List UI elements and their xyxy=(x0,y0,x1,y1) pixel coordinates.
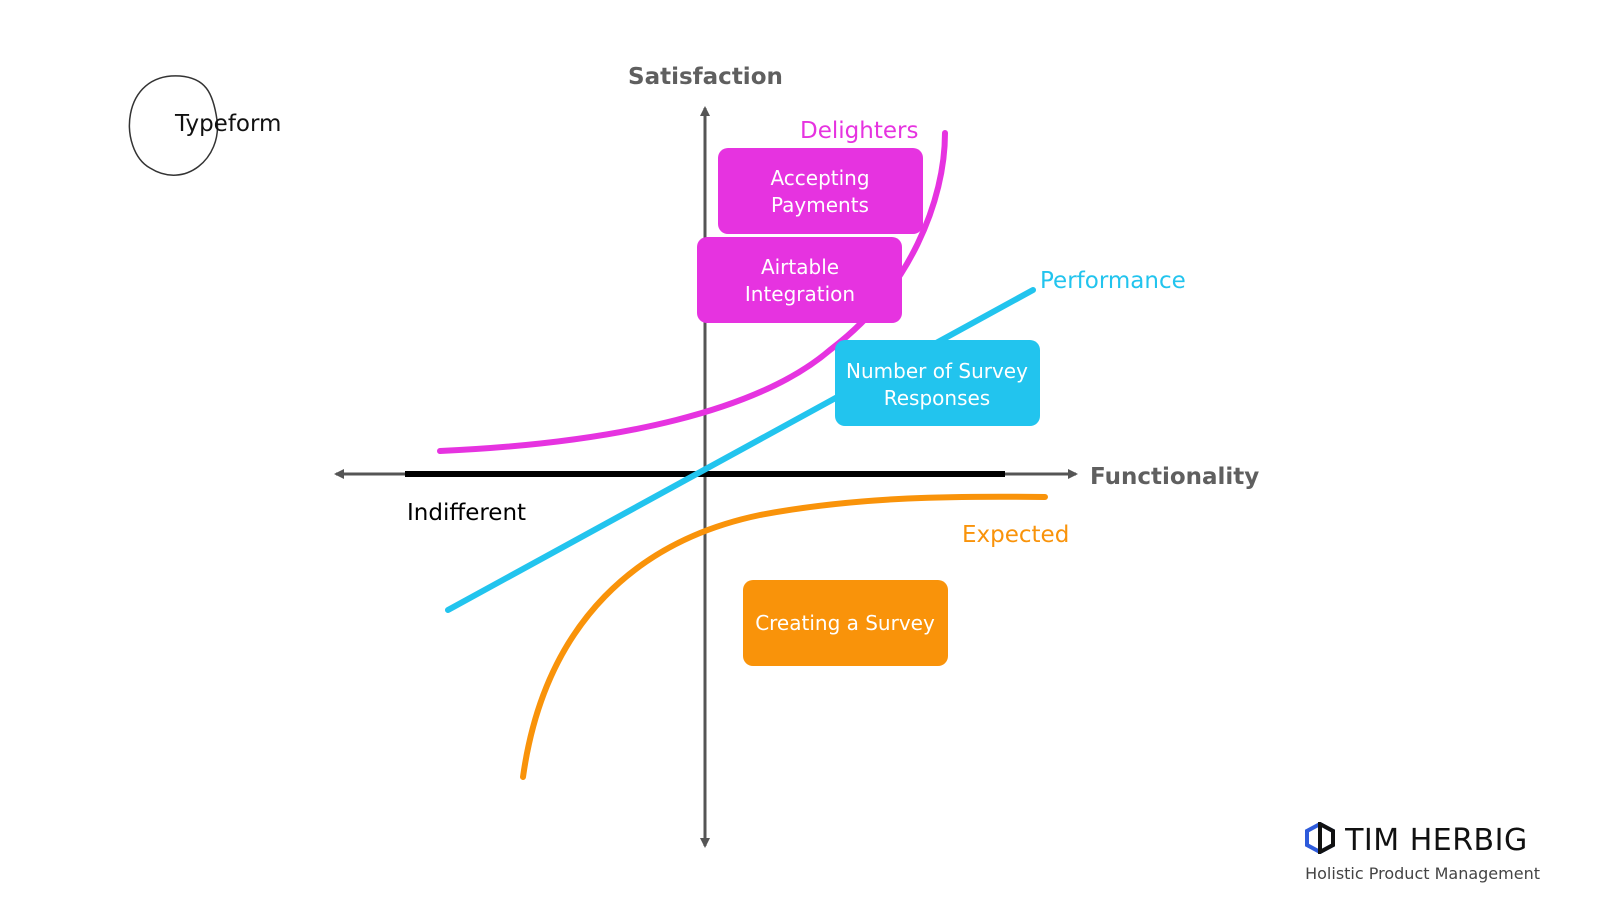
feature-creating-a-survey-line1: Creating a Survey xyxy=(755,611,935,635)
feature-creating-a-survey: Creating a Survey xyxy=(743,580,948,666)
feature-accepting-payments-line1: Accepting xyxy=(770,166,869,190)
delighters-label: Delighters xyxy=(800,118,918,144)
performance-label: Performance xyxy=(1040,268,1186,294)
brand-block: TIM HERBIG Holistic Product Management xyxy=(1305,820,1540,883)
performance-line xyxy=(445,287,1036,613)
feature-survey-responses-line2: Responses xyxy=(884,386,990,410)
brand-tagline: Holistic Product Management xyxy=(1305,864,1540,883)
feature-airtable-integration-line1: Airtable xyxy=(761,255,839,279)
hexagon-logo-icon xyxy=(1305,820,1336,858)
indifferent-label: Indifferent xyxy=(407,500,526,526)
brand-name: TIM HERBIG xyxy=(1345,822,1528,858)
expected-curve xyxy=(520,493,1048,780)
feature-survey-responses-line1: Number of Survey xyxy=(846,359,1028,383)
feature-accepting-payments-line2: Payments xyxy=(771,193,869,217)
feature-airtable-integration: Airtable Integration xyxy=(697,237,902,323)
feature-airtable-integration-line2: Integration xyxy=(745,282,855,306)
x-axis-title: Functionality xyxy=(1090,464,1259,490)
feature-accepting-payments: Accepting Payments xyxy=(718,148,923,234)
feature-number-of-survey-responses: Number of Survey Responses xyxy=(835,340,1040,426)
delighters-curve xyxy=(437,130,948,454)
company-label: Typeform xyxy=(174,111,281,137)
company-circle xyxy=(128,75,219,176)
expected-label: Expected xyxy=(962,522,1069,548)
y-axis-title: Satisfaction xyxy=(628,64,783,90)
